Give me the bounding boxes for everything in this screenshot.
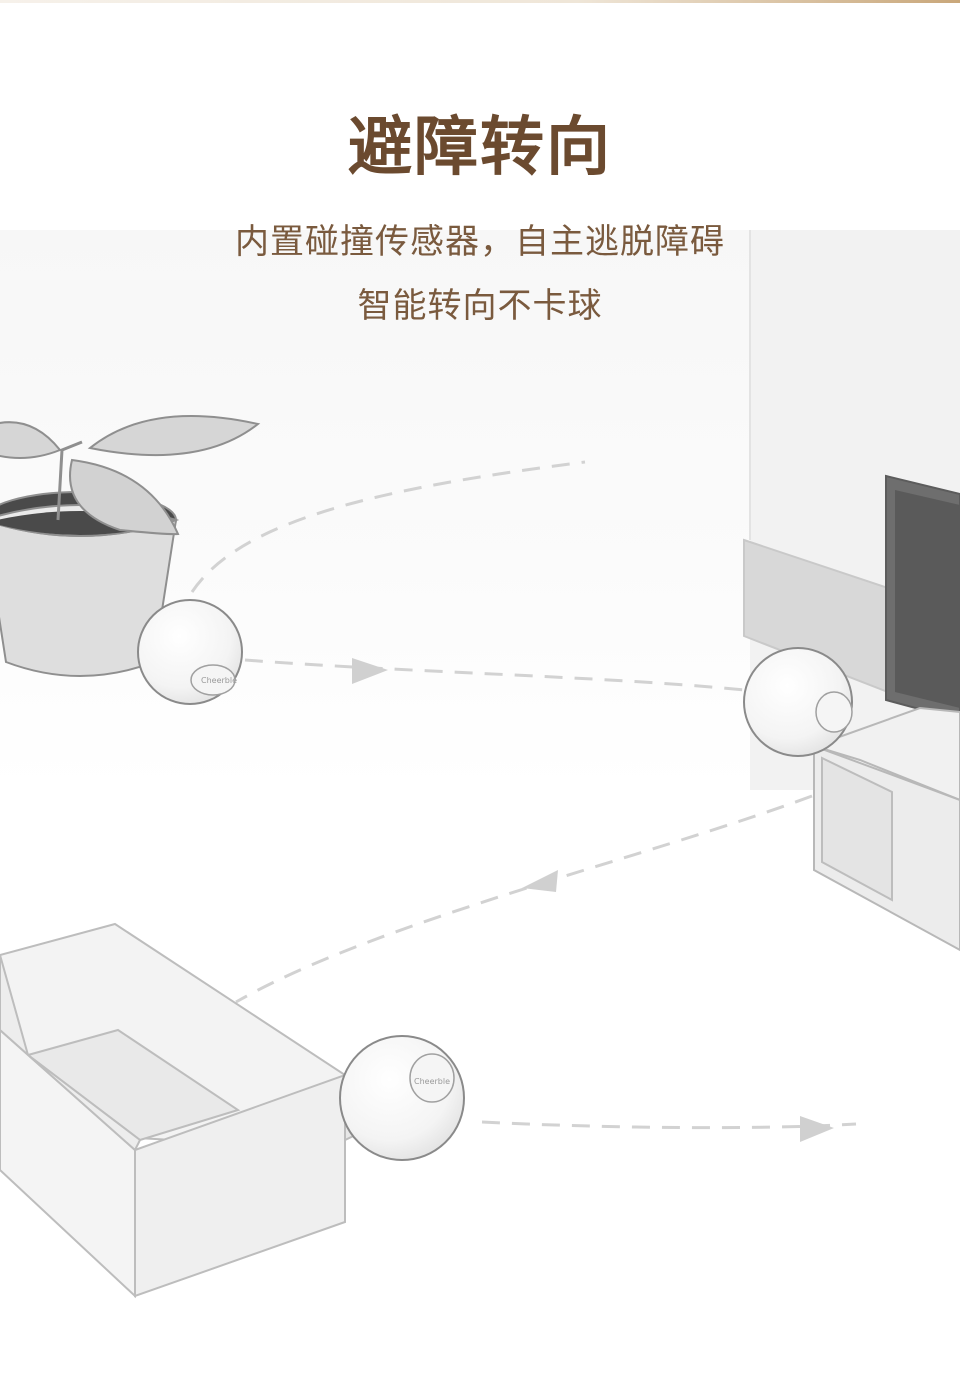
ball-logo: Cheerble (201, 676, 237, 685)
cat-ball: Cheerble (137, 599, 243, 705)
plant-pot (0, 415, 261, 677)
tv-cabinet (810, 706, 960, 952)
tv (885, 474, 960, 722)
ball-logo: Cheerble (414, 1077, 450, 1086)
cat-ball: Cheerble (339, 1035, 465, 1161)
page-title: 避障转向 (348, 111, 612, 185)
cardboard-box (0, 922, 372, 1299)
cat-ball (743, 647, 853, 757)
path-arrow-icon (352, 658, 834, 1142)
top-divider (0, 0, 960, 3)
feature-description-line-2: 智能转向不卡球 (357, 286, 603, 326)
feature-description-line-1: 内置碰撞传感器，自主逃脱障碍 (235, 222, 725, 262)
